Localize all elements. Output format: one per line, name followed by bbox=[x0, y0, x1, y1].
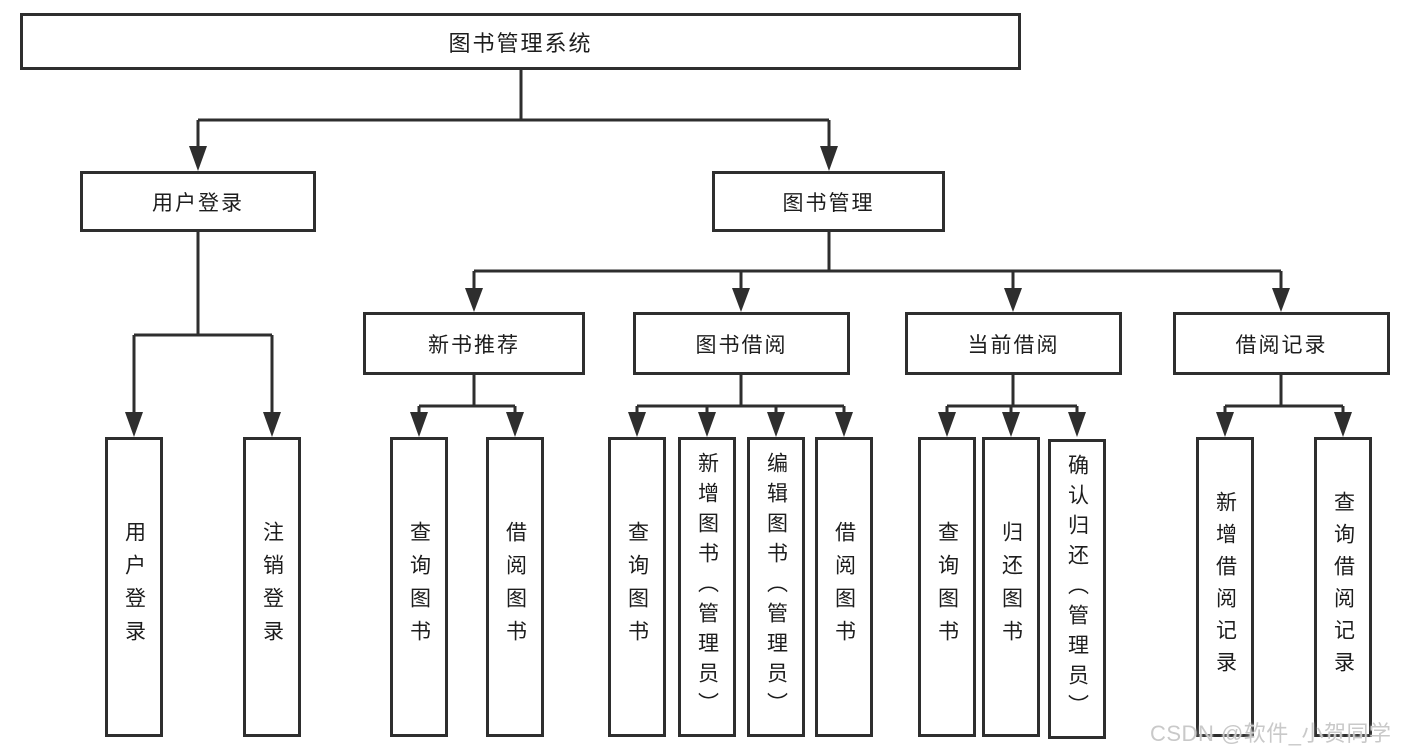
node-leaf-query-books: 查询图书 bbox=[390, 437, 448, 737]
node-leaf-borrow-books-2: 借阅图书 bbox=[815, 437, 873, 737]
node-book-management: 图书管理 bbox=[712, 171, 945, 232]
node-leaf-query-books-3: 查询图书 bbox=[918, 437, 976, 737]
connector-new-book-recommend-children bbox=[410, 375, 524, 437]
node-leaf-edit-books-admin: 编辑图书（管理员） bbox=[747, 437, 805, 737]
node-leaf-logout: 注销登录 bbox=[243, 437, 301, 737]
node-leaf-query-borrow-record: 查询借阅记录 bbox=[1314, 437, 1372, 737]
connector-user-login-children bbox=[125, 232, 281, 437]
csdn-watermark: CSDN @软件_小贺同学 bbox=[1150, 721, 1392, 746]
node-leaf-user-login: 用户登录 bbox=[105, 437, 163, 737]
connector-book-management-to-level3 bbox=[465, 232, 1290, 312]
connector-root-to-level2 bbox=[189, 70, 838, 171]
node-leaf-return-books: 归还图书 bbox=[982, 437, 1040, 737]
connector-borrow-records-children bbox=[1216, 375, 1352, 437]
node-current-borrowing: 当前借阅 bbox=[905, 312, 1122, 375]
node-new-book-recommendation: 新书推荐 bbox=[363, 312, 585, 375]
connector-current-borrow-children bbox=[938, 375, 1086, 437]
node-user-login: 用户登录 bbox=[80, 171, 316, 232]
node-leaf-add-books-admin: 新增图书（管理员） bbox=[678, 437, 736, 737]
node-library-management-system: 图书管理系统 bbox=[20, 13, 1021, 70]
node-book-borrowing: 图书借阅 bbox=[633, 312, 850, 375]
node-leaf-add-borrow-record: 新增借阅记录 bbox=[1196, 437, 1254, 737]
node-borrowing-records: 借阅记录 bbox=[1173, 312, 1390, 375]
node-leaf-query-books-2: 查询图书 bbox=[608, 437, 666, 737]
connector-book-borrow-children bbox=[628, 375, 853, 437]
node-leaf-borrow-books: 借阅图书 bbox=[486, 437, 544, 737]
node-leaf-confirm-return-admin: 确认归还（管理员） bbox=[1048, 439, 1106, 739]
